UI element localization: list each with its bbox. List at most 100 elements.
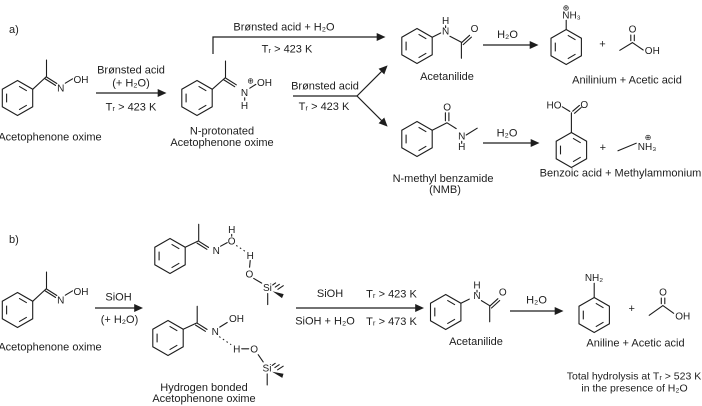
reaction-arrow-hydrolysis-a1: H₂O — [483, 29, 539, 49]
benzene-ring — [152, 319, 184, 357]
section-b-label: b) — [9, 234, 19, 246]
benzene-ring — [401, 120, 433, 158]
arrow-line — [212, 33, 386, 54]
silanol-hydrogen-atom: H — [233, 344, 240, 355]
structure-aniline: NH₂ — [578, 273, 610, 334]
condition-temperature-1: Tᵣ > 423 K — [366, 289, 417, 301]
hydroxyl-group: OH — [229, 314, 244, 325]
condition-water: H₂O — [526, 295, 547, 307]
hydrogen-atom: H — [473, 281, 480, 292]
nitrogen-atom: N — [212, 327, 219, 338]
total-hydrolysis-note-line1: Total hydrolysis at Tᵣ > 523 K — [567, 371, 702, 383]
nitrogen-atom: N — [57, 296, 64, 307]
reaction-arrow-hydrolysis-a2: H₂O — [483, 127, 540, 147]
bonds — [619, 34, 644, 51]
silicon-hash-bond — [271, 362, 284, 371]
plus-sign: + — [628, 303, 634, 315]
condition-temperature: Tᵣ > 423 K — [299, 101, 350, 113]
bonds — [431, 25, 472, 59]
nitrogen-atom: N — [213, 246, 220, 257]
oxygen-atom: O — [580, 100, 588, 111]
benzene-ring — [550, 28, 582, 66]
silanol-oxygen-atom: O — [250, 344, 258, 355]
plus-sign: + — [599, 39, 605, 51]
silicon-atom: Si — [263, 363, 272, 374]
total-hydrolysis-note-line2: in the presence of H₂O — [581, 383, 687, 395]
nitrogen-atom: N — [241, 88, 248, 99]
benzene-ring — [429, 293, 462, 331]
ammonium-group: NH₃ — [562, 11, 581, 22]
silicon-wedge-bond — [272, 371, 284, 378]
condition-silanol: SiOH — [105, 292, 131, 304]
acetanilide-b-name-label: Acetanilide — [449, 336, 503, 348]
ammonium-group: NH₃ — [638, 142, 657, 153]
oxygen-atom: O — [443, 102, 451, 113]
n-protonated-label-line1: N-protonated — [190, 126, 254, 138]
hydroxyl-group: HO — [547, 101, 562, 112]
condition-temperature: Tᵣ > 423 K — [262, 44, 313, 56]
reaction-arrow-b-main: SiOH Tᵣ > 423 K SiOH + H₂O Tᵣ > 473 K — [295, 288, 424, 328]
hydroxyl-group: OH — [257, 78, 272, 89]
reaction-arrow-a1: Brønsted acid (+ H₂O) Tᵣ > 423 K — [96, 65, 167, 114]
condition-silanol-water: SiOH + H₂O — [295, 316, 355, 328]
condition-water: H₂O — [497, 29, 518, 41]
bonds — [648, 297, 675, 316]
section-a-label: a) — [9, 24, 19, 36]
structure-acetanilide-b: H N O — [429, 281, 507, 331]
nitrogen-atom: N — [442, 26, 449, 37]
oxygen-atom: O — [228, 236, 236, 247]
oxygen-atom: O — [629, 25, 637, 36]
hydrogen-atom: H — [241, 101, 248, 112]
positive-charge-icon: ⊕ — [247, 77, 254, 86]
silanol-hydrogen-atom: H — [247, 251, 254, 262]
bonds — [460, 289, 501, 323]
reaction-arrow-a-top: Brønsted acid + H₂O Tᵣ > 423 K — [212, 22, 386, 56]
condition-silanol: SiOH — [317, 288, 343, 300]
oxygen-atom: O — [659, 288, 667, 299]
hydrogen-atom: H — [442, 16, 449, 27]
bonds — [211, 60, 257, 101]
structure-acetic-acid-a: O OH — [619, 25, 660, 57]
nitrogen-atom: N — [57, 84, 64, 95]
silanol-oxygen-atom: O — [246, 269, 254, 280]
arrow-lower — [356, 95, 388, 127]
products1-name-label: Anilinium + Acetic acid — [572, 75, 682, 87]
nitrogen-atom: N — [458, 131, 465, 142]
bonds — [561, 104, 582, 133]
hbonded-name-label-line1: Hydrogen bonded — [160, 382, 247, 394]
benzene-ring — [1, 79, 34, 117]
condition-temperature: Tᵣ > 423 K — [106, 102, 157, 114]
nmb-name-label-line2: (NMB) — [429, 184, 461, 196]
structure-n-protonated-oxime: N ⊕ H OH — [181, 60, 272, 117]
reaction-arrow-hydrolysis-b: H₂O — [510, 295, 564, 315]
bonds — [32, 59, 74, 90]
condition-water: (+ H₂O) — [112, 78, 150, 90]
oxime-a-name-label: Acetophenone oxime — [0, 132, 102, 144]
benzene-ring — [154, 237, 186, 275]
hydrogen-atom: H — [458, 142, 465, 153]
products-b-name-label: Aniline + Acetic acid — [586, 338, 684, 350]
reaction-arrow-a-branch: Brønsted acid Tᵣ > 423 K — [291, 65, 388, 127]
reaction-arrow-b1: SiOH (+ H₂O) — [95, 292, 143, 326]
benzene-ring — [181, 79, 213, 117]
silicon-hash-bond — [272, 282, 284, 290]
oxygen-atom: O — [499, 288, 507, 299]
hydrogen-atom: H — [228, 225, 235, 236]
amine-group: NH₂ — [585, 273, 603, 284]
structure-benzoic-acid: HO O — [547, 100, 588, 169]
bonds — [184, 223, 269, 306]
products2-name-label: Benzoic acid + Methylammonium — [540, 167, 702, 179]
nitrogen-atom: N — [473, 291, 480, 302]
structure-acetic-acid-b: O OH — [648, 288, 690, 322]
bonds — [617, 142, 637, 152]
condition-water: H₂O — [497, 127, 518, 139]
hydroxyl-group: OH — [645, 46, 660, 57]
hydrogen-bond-dashed — [235, 244, 246, 253]
condition-water: (+ H₂O) — [101, 314, 139, 326]
bonds — [182, 305, 268, 386]
benzene-ring — [401, 27, 433, 65]
condition-bronsted-water: Brønsted acid + H₂O — [233, 22, 335, 34]
structure-n-methyl-benzamide: O N H — [401, 102, 478, 158]
bonds — [32, 271, 74, 302]
